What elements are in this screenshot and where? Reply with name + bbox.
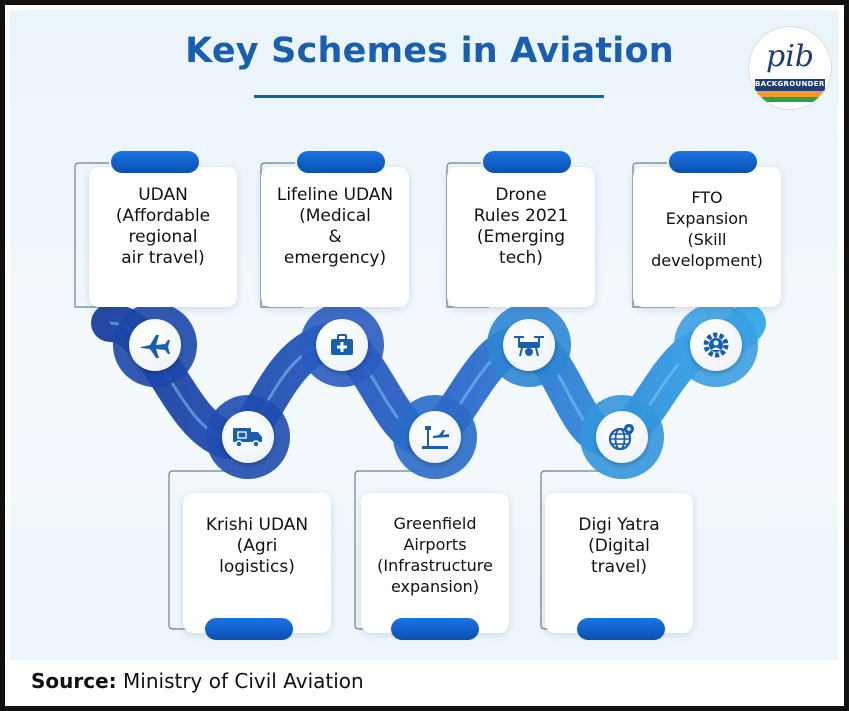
medical-kit-icon bbox=[316, 319, 368, 371]
scheme-tab bbox=[297, 151, 385, 173]
source-value: Ministry of Civil Aviation bbox=[123, 669, 364, 693]
logo-band: BACKGROUNDERS bbox=[755, 79, 830, 91]
airplane-icon bbox=[129, 319, 181, 371]
delivery-truck-icon bbox=[222, 411, 274, 463]
gear-person-icon bbox=[690, 319, 742, 371]
source-label: Source: bbox=[31, 669, 117, 693]
logo-text: pib bbox=[765, 39, 814, 74]
logo-green-stripe bbox=[761, 97, 819, 102]
drone-icon bbox=[503, 319, 555, 371]
scheme-tab bbox=[669, 151, 757, 173]
globe-location-icon bbox=[596, 411, 648, 463]
source-note: Source: Ministry of Civil Aviation bbox=[31, 669, 364, 693]
scheme-tab bbox=[391, 618, 479, 640]
scheme-tab bbox=[205, 618, 293, 640]
pib-logo: pib BACKGROUNDERS bbox=[749, 27, 831, 109]
scheme-tab bbox=[111, 151, 199, 173]
title-underline bbox=[254, 95, 604, 98]
logo-orange-stripe bbox=[757, 91, 823, 97]
scheme-card-text: Lifeline UDAN(Medical&emergency) bbox=[276, 185, 394, 268]
page-title: Key Schemes in Aviation bbox=[185, 31, 674, 71]
scheme-tab bbox=[577, 618, 665, 640]
scheme-tab bbox=[483, 151, 571, 173]
airport-tower-icon bbox=[409, 411, 461, 463]
scheme-card-lifeline-udan: Lifeline UDAN(Medical&emergency) bbox=[261, 167, 409, 307]
logo-band-text: BACKGROUNDERS bbox=[755, 80, 830, 88]
